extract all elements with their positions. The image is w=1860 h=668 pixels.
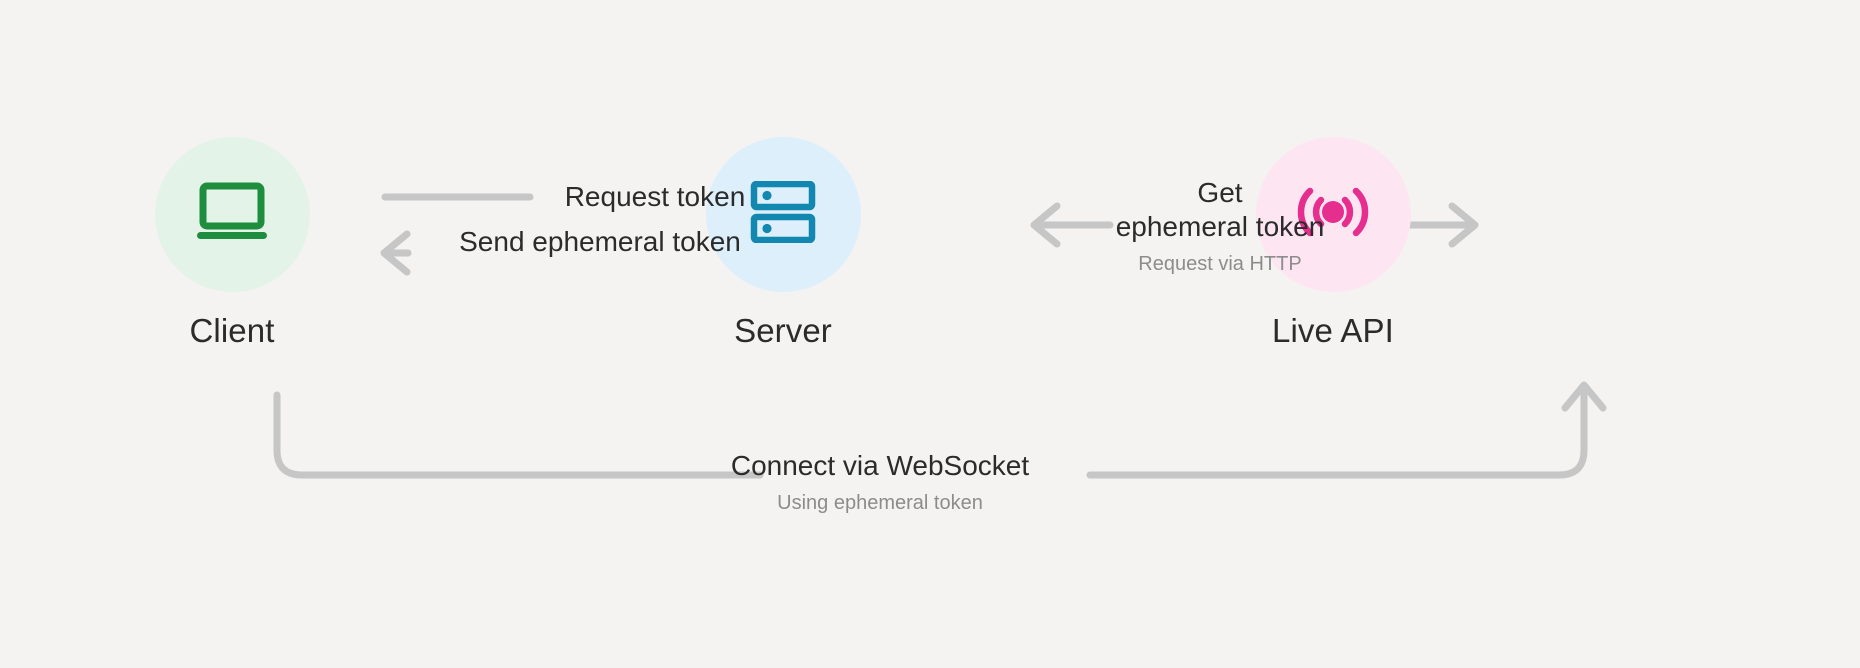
edge-label-request-token: Request token: [525, 180, 785, 214]
request-token-title: Request token: [564, 181, 746, 212]
websocket-path-right: [1086, 386, 1588, 479]
node-server[interactable]: Server: [683, 137, 883, 347]
server-icon-circle: [705, 137, 861, 292]
edge-label-get-ephemeral-token: Get ephemeral token Request via HTTP: [1090, 176, 1350, 277]
get-ephemeral-token-title-line1: Get: [1197, 177, 1243, 208]
send-ephemeral-token-title: Send ephemeral token: [459, 226, 741, 257]
node-client[interactable]: Client: [132, 137, 332, 347]
get-ephemeral-token-title-line2: ephemeral token: [1115, 211, 1325, 243]
connect-websocket-title: Connect via WebSocket: [730, 450, 1030, 481]
node-live-api[interactable]: Live API: [1233, 137, 1433, 347]
live-api-label: Live API: [1272, 312, 1394, 349]
client-label: Client: [189, 312, 275, 349]
websocket-arrowhead: [1561, 381, 1607, 412]
get-token-arrowhead-right: [1448, 202, 1479, 248]
connect-websocket-subtitle: Using ephemeral token: [777, 492, 983, 515]
client-icon-circle: [154, 137, 310, 292]
broadcast-signal-icon: [1294, 184, 1372, 245]
live-api-icon-circle: [1255, 137, 1411, 292]
edge-label-connect-websocket: Connect via WebSocket Using ephemeral to…: [680, 449, 1080, 516]
server-icon: [750, 180, 816, 248]
get-token-arrowhead-left: [1030, 202, 1061, 248]
server-label: Server: [734, 312, 832, 349]
edge-label-send-ephemeral-token: Send ephemeral token: [420, 225, 780, 259]
send-token-arrowhead: [380, 230, 411, 276]
laptop-icon: [193, 181, 271, 248]
get-ephemeral-token-subtitle: Request via HTTP: [1138, 253, 1302, 276]
